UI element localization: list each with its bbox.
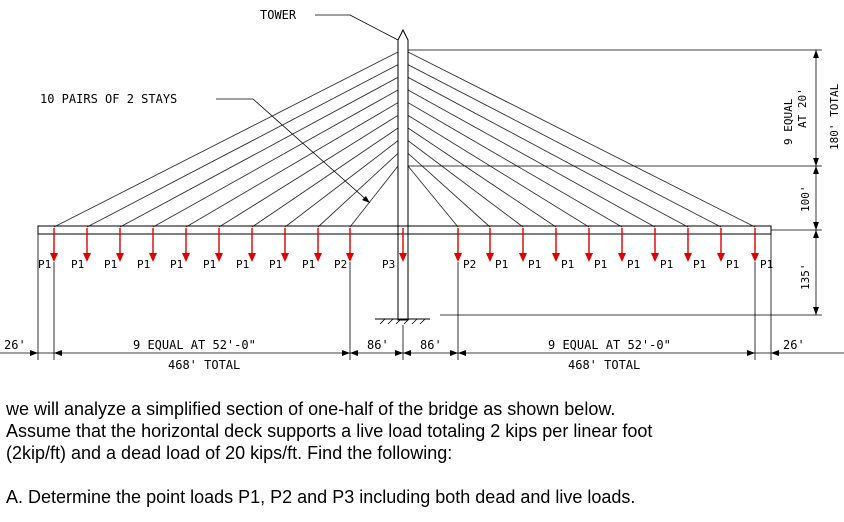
load-arrow-right-head — [618, 253, 626, 262]
stay-cable-left — [349, 165, 399, 228]
load-label-right: P1 — [693, 258, 706, 271]
load-arrow-left-head — [215, 253, 223, 262]
load-label-left: P1 — [71, 258, 84, 271]
stay-cable-left — [119, 76, 399, 228]
stay-cable-left — [86, 64, 399, 228]
question-line-2: Assume that the horizontal deck supports… — [6, 421, 653, 441]
dim-26-left: 26' — [4, 338, 26, 352]
tower-foundation — [375, 318, 430, 325]
question-line-1: we will analyze a simplified section of … — [6, 399, 616, 419]
load-label-left: P1 — [236, 258, 249, 271]
load-arrow-left-head — [83, 253, 91, 262]
load-arrow-right-head — [519, 253, 527, 262]
load-arrow-left-head — [281, 253, 289, 262]
load-arrow-right-head — [585, 253, 593, 262]
load-arrow-right-head — [454, 253, 462, 262]
stay-cable-left — [53, 51, 399, 228]
stay-cable-left — [185, 102, 399, 228]
dim-86-right: 86' — [420, 338, 442, 352]
load-arrow-left-head — [248, 253, 256, 262]
load-label-left: P1 — [302, 258, 315, 271]
vert-total-label: 180' TOTAL — [828, 83, 841, 150]
load-label-left: P1 — [269, 258, 282, 271]
load-label-right: P1 — [660, 258, 673, 271]
stay-cable-left — [152, 89, 399, 228]
load-arrow-left-head — [50, 253, 58, 262]
bridge-deck — [37, 225, 772, 235]
load-arrow-right-head — [717, 253, 725, 262]
span-equal-right: 9 EQUAL AT 52'-0" — [548, 338, 671, 352]
load-label-left: P1 — [104, 258, 117, 271]
dim-26-right: 26' — [783, 338, 805, 352]
question-line-3: (2kip/ft) and a dead load of 20 kips/ft.… — [6, 443, 453, 463]
question-line-4: A. Determine the point loads P1, P2 and … — [6, 487, 636, 507]
stay-cables — [53, 51, 756, 228]
load-arrow-center-head — [399, 253, 407, 262]
load-arrow-right-head — [552, 253, 560, 262]
load-label-left: P1 — [137, 258, 150, 271]
stay-cable-right — [407, 102, 623, 228]
vert-at-label: AT 20' — [796, 88, 809, 128]
load-label-right: P1 — [528, 258, 541, 271]
load-label-right: P1 — [760, 258, 773, 271]
stay-cable-right — [407, 51, 756, 228]
load-arrow-left-head — [314, 253, 322, 262]
load-label-right: P2 — [463, 258, 476, 271]
stays-label: 10 PAIRS OF 2 STAYS — [40, 92, 177, 106]
span-equal-left: 9 EQUAL AT 52'-0" — [133, 338, 256, 352]
load-arrow-left-head — [346, 253, 354, 262]
load-label-left: P1 — [170, 258, 183, 271]
load-labels: P1 P1 P1 P1 P1 P1 P1 P1 P1 P2 P3 P2 P1 P1 P1 P1 P1 P1 P1 P1… — [38, 258, 773, 271]
tower — [397, 28, 409, 321]
stay-cable-left — [317, 153, 399, 228]
stay-cable-right — [407, 64, 722, 228]
vertical-dimensions: 9 EQUAL AT 20' 180' TOTAL 100' 135' — [408, 49, 841, 316]
load-label-center: P3 — [382, 258, 395, 271]
load-label-right: P1 — [561, 258, 574, 271]
vert-equal-label: 9 EQUAL — [782, 98, 795, 145]
load-arrow-right-head — [751, 253, 759, 262]
span-total-right: 468' TOTAL — [568, 358, 640, 372]
load-label-left: P2 — [334, 258, 347, 271]
load-arrow-right-head — [684, 253, 692, 262]
load-arrow-left-head — [149, 253, 157, 262]
load-label-right: P1 — [495, 258, 508, 271]
stay-cable-right — [407, 165, 459, 228]
stay-cable-right — [407, 127, 557, 228]
tower-label: TOWER — [260, 8, 297, 22]
load-arrow-left-head — [182, 253, 190, 262]
dim-86-left: 86' — [367, 338, 389, 352]
load-label-left: P1 — [203, 258, 216, 271]
stay-cable-left — [218, 114, 399, 228]
stay-cable-left — [251, 127, 399, 228]
load-label-right: P1 — [627, 258, 640, 271]
stay-cable-right — [407, 114, 590, 228]
load-label-right: P1 — [594, 258, 607, 271]
cable-stayed-bridge-diagram: P1 P1 P1 P1 P1 P1 P1 P1 P1 P2 P3 P2 P1 P1 P1 P1 P1 P1 P1 P1… — [0, 8, 844, 372]
stay-cable-right — [407, 76, 689, 228]
load-arrow-right-head — [651, 253, 659, 262]
load-label-right: P1 — [726, 258, 739, 271]
load-arrows — [50, 228, 759, 262]
load-label-left: P1 — [38, 258, 51, 271]
dim-135-label: 135' — [799, 264, 812, 291]
load-arrow-right-head — [486, 253, 494, 262]
horizontal-dimensions: 26' 9 EQUAL AT 52'-0" 468' TOTAL 86' 86'… — [0, 234, 844, 372]
stay-cable-right — [407, 89, 656, 228]
problem-statement: we will analyze a simplified section of … — [6, 398, 842, 508]
stay-cable-right — [407, 140, 524, 228]
dim-100-label: 100' — [799, 186, 812, 213]
load-arrow-left-head — [116, 253, 124, 262]
stay-cable-left — [284, 140, 399, 228]
span-total-left: 468' TOTAL — [168, 358, 240, 372]
